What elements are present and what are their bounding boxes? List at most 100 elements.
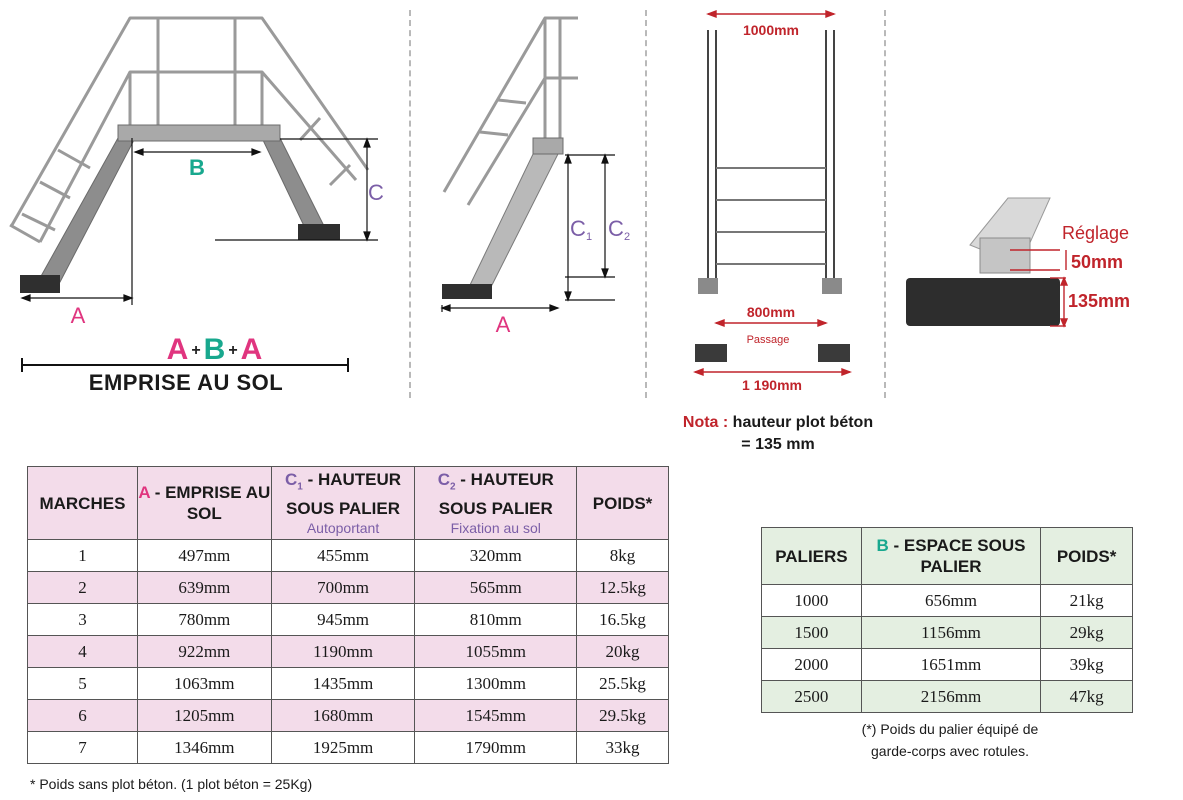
table-row: 3 780mm 945mm 810mm 16.5kg (27, 603, 669, 636)
header-espace-letter: B (876, 536, 889, 555)
label-a-side: A (496, 312, 511, 337)
cell-marches: 6 (27, 699, 138, 732)
landing-table-header: PALIERS B - ESPACE SOUS PALIER POIDS* (761, 527, 1133, 585)
cell-c2: 565mm (414, 571, 578, 604)
cell-paliers: 2000 (761, 648, 862, 681)
cell-poids: 12.5kg (576, 571, 669, 604)
emprise-au-sol-label: EMPRISE AU SOL (88, 370, 284, 395)
formula-plus-1: + (191, 342, 202, 360)
cell-poids: 47kg (1040, 680, 1133, 713)
separator-1 (409, 10, 411, 398)
header-c2-text: - HAUTEUR SOUS PALIER (438, 470, 554, 518)
header-emprise-letter: A (138, 483, 150, 502)
nota-text: hauteur plot béton (732, 414, 874, 431)
cell-a: 1205mm (136, 699, 272, 732)
single-stair-drawing: A C 1 C 2 (440, 16, 630, 337)
double-stair-drawing: A B C (9, 16, 384, 372)
header-espace-text: - ESPACE SOUS PALIER (893, 536, 1026, 576)
header-c1-note: Autoportant (306, 519, 380, 536)
cell-poids: 8kg (576, 539, 669, 572)
cell-paliers: 1500 (761, 616, 862, 649)
steps-table: MARCHES A - EMPRISE AU SOL C1 - HAUTEUR … (27, 466, 669, 764)
nota-block: Nota : hauteur plot béton = 135 mm (648, 412, 908, 456)
cell-poids: 20kg (576, 635, 669, 668)
cell-marches: 2 (27, 571, 138, 604)
cell-poids: 29.5kg (576, 699, 669, 732)
cell-poids: 29kg (1040, 616, 1133, 649)
nota-prefix: Nota : (682, 414, 729, 431)
cell-a: 497mm (136, 539, 272, 572)
label-c1-sub: 1 (586, 231, 592, 243)
cell-poids: 39kg (1040, 648, 1133, 681)
header-poids-palier: POIDS* (1040, 527, 1133, 585)
reglage-label: Réglage (1062, 223, 1129, 243)
reglage-value: 50mm (1071, 252, 1123, 272)
header-marches: MARCHES (27, 466, 138, 540)
cell-poids: 16.5kg (576, 603, 669, 636)
cell-c1: 1435mm (270, 667, 416, 700)
table-row: 4 922mm 1190mm 1055mm 20kg (27, 635, 669, 668)
separator-2 (645, 10, 647, 398)
table-row: 6 1205mm 1680mm 1545mm 29.5kg (27, 699, 669, 732)
block-detail-drawing: Réglage 50mm 135mm (906, 197, 1130, 328)
cell-b: 1156mm (860, 616, 1042, 649)
front-width-bottom: 1 190mm (742, 377, 802, 393)
cell-c1: 700mm (270, 571, 416, 604)
cell-a: 780mm (136, 603, 272, 636)
front-view-drawing: 1000mm 800mm Passage 1 190mm (693, 9, 852, 393)
nota-line-1: Nota : hauteur plot béton (648, 412, 908, 434)
header-c2-note: Fixation au sol (450, 519, 541, 536)
landing-table: PALIERS B - ESPACE SOUS PALIER POIDS* 10… (761, 527, 1133, 713)
cell-b: 1651mm (860, 648, 1042, 681)
header-c2-sub: 2 (450, 481, 456, 493)
cell-paliers: 2500 (761, 680, 862, 713)
formula-plus-2: + (228, 342, 239, 360)
cell-poids: 21kg (1040, 584, 1133, 617)
cell-a: 639mm (136, 571, 272, 604)
formula-b: B (203, 333, 227, 366)
cell-a: 1346mm (136, 731, 272, 764)
header-emprise-text: - EMPRISE AU SOL (154, 483, 271, 523)
landing-footnote-line-2: garde-corps avec rotules. (871, 743, 1029, 759)
table-row: 1 497mm 455mm 320mm 8kg (27, 539, 669, 572)
cell-paliers: 1000 (761, 584, 862, 617)
cell-c2: 1790mm (414, 731, 578, 764)
landing-table-footnote: (*) Poids du palier équipé de garde-corp… (820, 718, 1080, 762)
label-b: B (189, 155, 205, 180)
label-c1: C (570, 216, 586, 241)
front-width-top: 1000mm (743, 22, 799, 38)
header-c1-letter: C (285, 470, 298, 490)
table-row: 5 1063mm 1435mm 1300mm 25.5kg (27, 667, 669, 700)
cell-c2: 1055mm (414, 635, 578, 668)
cell-c1: 1680mm (270, 699, 416, 732)
label-c: C (368, 180, 384, 205)
header-espace: B - ESPACE SOUS PALIER (860, 527, 1042, 585)
label-c2-sub: 2 (624, 231, 630, 243)
header-poids: POIDS* (576, 466, 669, 540)
front-passage-label: Passage (747, 334, 790, 346)
steps-table-header: MARCHES A - EMPRISE AU SOL C1 - HAUTEUR … (27, 466, 669, 540)
plot-height-value: 135mm (1068, 291, 1130, 311)
table-row: 2500 2156mm 47kg (761, 680, 1133, 713)
cell-marches: 1 (27, 539, 138, 572)
cell-c2: 1300mm (414, 667, 578, 700)
table-row: 1000 656mm 21kg (761, 584, 1133, 617)
header-emprise: A - EMPRISE AU SOL (136, 466, 272, 540)
cell-marches: 3 (27, 603, 138, 636)
formula-a2: A (240, 333, 264, 366)
table-row: 2 639mm 700mm 565mm 12.5kg (27, 571, 669, 604)
front-passage-width: 800mm (747, 304, 795, 320)
header-c1-sub: 1 (297, 481, 303, 493)
label-a: A (71, 303, 86, 328)
table-row: 7 1346mm 1925mm 1790mm 33kg (27, 731, 669, 764)
label-c2: C (608, 216, 624, 241)
emprise-formula: A+B+A (140, 333, 290, 367)
cell-a: 1063mm (136, 667, 272, 700)
cell-poids: 25.5kg (576, 667, 669, 700)
header-paliers: PALIERS (761, 527, 862, 585)
header-c2-letter: C (437, 470, 450, 490)
formula-a1: A (166, 333, 190, 366)
cell-c2: 810mm (414, 603, 578, 636)
